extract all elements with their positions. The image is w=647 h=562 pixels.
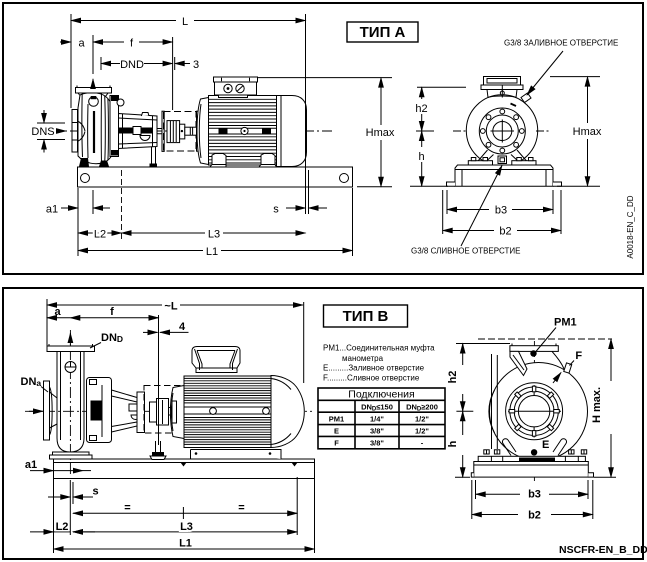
svg-text:F: F (575, 350, 582, 362)
svg-text:NSCFR-EN_B_DD: NSCFR-EN_B_DD (559, 544, 647, 556)
svg-text:3: 3 (193, 59, 199, 71)
svg-text:DND≥200: DND≥200 (406, 403, 438, 413)
svg-text:a1: a1 (46, 204, 58, 216)
svg-text:DNa: DNa (21, 376, 42, 388)
svg-text:DND≤150: DND≤150 (361, 403, 393, 413)
svg-text:G3/8 СЛИВНОЕ ОТВЕРСТИЕ: G3/8 СЛИВНОЕ ОТВЕРСТИЕ (411, 247, 520, 256)
svg-text:A0018-EN_C_DD: A0018-EN_C_DD (626, 195, 635, 258)
svg-text:L3: L3 (208, 229, 220, 241)
svg-text:E.........Заливное отверстие: E.........Заливное отверстие (323, 364, 425, 373)
svg-text:DND: DND (101, 332, 123, 344)
svg-text:a: a (78, 38, 85, 50)
svg-text:PM1: PM1 (329, 415, 344, 424)
svg-text:a: a (54, 306, 61, 318)
svg-text:h: h (418, 151, 424, 163)
svg-text:PM1: PM1 (554, 317, 577, 329)
svg-text:E: E (334, 427, 339, 436)
svg-text:b2: b2 (528, 510, 541, 522)
svg-text:b2: b2 (499, 226, 511, 238)
svg-text:4: 4 (179, 321, 186, 333)
svg-text:F.........Сливное отверстие: F.........Сливное отверстие (323, 374, 420, 383)
svg-text:1/4": 1/4" (370, 415, 384, 424)
svg-text:E: E (542, 439, 549, 451)
svg-text:DND: DND (120, 59, 144, 71)
svg-text:L2: L2 (56, 521, 69, 533)
svg-text:Hmax: Hmax (573, 126, 602, 138)
svg-text:L3: L3 (180, 521, 193, 533)
svg-text:F: F (334, 439, 339, 448)
svg-text:b3: b3 (528, 489, 541, 501)
svg-text:h2: h2 (415, 103, 427, 115)
svg-text:3/8": 3/8" (370, 427, 384, 436)
svg-text:1/2": 1/2" (415, 427, 429, 436)
svg-text:L1: L1 (179, 538, 192, 550)
svg-text:L: L (182, 16, 188, 28)
svg-text:ТИП В: ТИП В (343, 308, 389, 325)
svg-text:DNS: DNS (31, 126, 54, 138)
svg-text:H max.: H max. (591, 387, 603, 423)
svg-text:=: = (124, 502, 130, 514)
svg-text:f: f (110, 306, 114, 318)
svg-text:~L: ~L (164, 301, 177, 313)
svg-text:a1: a1 (25, 459, 37, 471)
svg-text:f: f (130, 38, 134, 50)
svg-text:Hmax: Hmax (366, 127, 395, 139)
svg-text:L2: L2 (94, 229, 106, 241)
svg-text:манометра: манометра (342, 354, 384, 363)
svg-text:Подключения: Подключения (348, 389, 414, 401)
svg-text:-: - (421, 439, 424, 448)
svg-text:G3/8 ЗАЛИВНОЕ ОТВЕРСТИЕ: G3/8 ЗАЛИВНОЕ ОТВЕРСТИЕ (504, 39, 618, 48)
svg-text:L1: L1 (206, 246, 218, 258)
svg-text:h: h (447, 440, 459, 447)
svg-text:h2: h2 (447, 371, 459, 384)
svg-text:1/2": 1/2" (415, 415, 429, 424)
svg-text:s: s (273, 204, 279, 216)
svg-text:=: = (238, 502, 244, 514)
svg-text:3/8": 3/8" (370, 439, 384, 448)
svg-text:b3: b3 (495, 205, 507, 217)
svg-text:s: s (92, 486, 98, 498)
svg-text:PM1...Соединительная муфта: PM1...Соединительная муфта (323, 344, 435, 353)
svg-text:ТИП A: ТИП A (360, 24, 406, 41)
